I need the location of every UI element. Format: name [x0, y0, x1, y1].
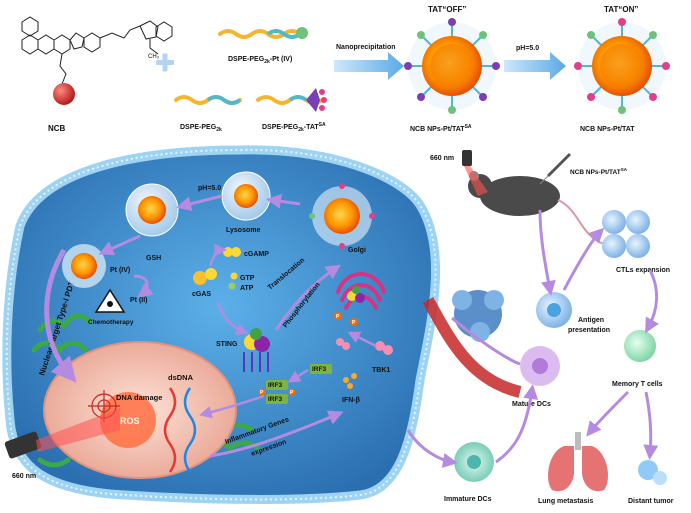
- cgas-label: cGAS: [192, 291, 211, 298]
- ph-label-cell: pH=5.0: [198, 185, 221, 192]
- tat-off-label: TAT“OFF”: [428, 5, 466, 14]
- np-final-label: NCB NPs-Pt/TAT: [580, 126, 635, 133]
- laser-label-right: 660 nm: [430, 155, 454, 162]
- np-in-cell: [62, 244, 106, 288]
- nanoprecipitation-label: Nanoprecipitation: [336, 44, 396, 51]
- tbk1-small: [336, 338, 350, 350]
- antigen-label-2: presentation: [568, 327, 610, 334]
- immature-dc-cell: [454, 442, 494, 482]
- ifn-beta-cluster: [343, 373, 357, 389]
- ncb-label: NCB: [48, 124, 66, 133]
- peg-molecule: [174, 95, 242, 105]
- chemotherapy-label: Chemotherapy: [88, 319, 134, 326]
- tumor-mass: [452, 290, 504, 342]
- lungs-icon: [548, 432, 608, 492]
- cgamp-label: cGAMP: [244, 251, 269, 258]
- svg-text:P: P: [352, 320, 356, 326]
- ph-label-top: pH=5.0: [516, 45, 539, 52]
- dna-damage-label: DNA damage: [116, 393, 162, 402]
- tbk1-protein: [375, 341, 393, 355]
- gtp-label: GTP: [240, 275, 255, 282]
- syringe-icon: [539, 152, 572, 185]
- dna-helix-icon: [163, 387, 197, 473]
- lysosome-right: [221, 171, 271, 221]
- golgi-sting-cluster: [347, 286, 365, 303]
- peg-tat-label: DSPE-PEG2k-TATSA: [262, 122, 326, 133]
- ncb-red-sphere: [53, 83, 75, 105]
- dsdna-label: dsDNA: [168, 373, 194, 382]
- peg-pt-label: DSPE-PEG2k-Pt (IV): [228, 56, 292, 65]
- irf3-label-a: IRF3: [312, 366, 326, 373]
- blood-vessel: [422, 297, 522, 398]
- lung-label: Lung metastasis: [538, 498, 593, 505]
- distant-tumor-icon: [638, 460, 667, 485]
- ctls-label: CTLs expansion: [616, 267, 670, 274]
- cgas-molecule: [193, 268, 217, 285]
- tbk1-label: TBK1: [372, 367, 390, 374]
- np-entering: [309, 183, 375, 249]
- gsh-label: GSH: [146, 255, 161, 262]
- lysosome-left: [125, 183, 179, 237]
- mature-dc-label: Mature DCs: [512, 401, 551, 408]
- ctls-cluster: [602, 210, 650, 258]
- memory-t-cell: [624, 330, 656, 362]
- pt-ii-label: Pt (II): [130, 297, 148, 304]
- laser-device-icon: [4, 408, 120, 459]
- gtp-atp-dots: [228, 272, 238, 290]
- peg-pt-molecule: [218, 27, 308, 39]
- ifn-label: IFN-β: [342, 397, 361, 404]
- nanoprecipitation-arrow: [334, 52, 404, 80]
- irf3-label-c: IRF3: [268, 396, 282, 403]
- irf3-label-b: IRF3: [268, 382, 282, 389]
- immune-flow-arrows: [406, 209, 659, 468]
- np-sa-particle: [404, 18, 500, 114]
- mature-dc-cell: [520, 346, 560, 386]
- laser-label-cell: 660 nm: [12, 473, 36, 480]
- irf3-box-c: [266, 394, 288, 404]
- peg-label: DSPE-PEG2k: [180, 124, 222, 133]
- mouse-illustration: [468, 171, 605, 245]
- antigen-presenting-cell: [536, 292, 572, 328]
- irf3-box-b: [266, 380, 288, 390]
- sting-label: STING: [216, 341, 238, 348]
- peg-tat-molecule: [256, 88, 327, 112]
- irf3-box-a: [310, 364, 332, 374]
- p-badge-4: P: [288, 388, 296, 396]
- np-sa-label: NCB NPs-Pt/TATSA: [410, 124, 472, 133]
- p-badge-1: P: [334, 312, 342, 320]
- ncb-methyl-label: CH₃: [148, 54, 160, 60]
- svg-text:P: P: [290, 390, 294, 396]
- plus-icon: [156, 53, 174, 72]
- tat-on-label: TAT“ON”: [604, 5, 638, 14]
- uptake-arrow: [44, 248, 77, 383]
- antigen-label-1: Antigen: [578, 317, 604, 324]
- memory-label: Memory T cells: [612, 381, 663, 388]
- ph-arrow-top: [504, 52, 566, 80]
- inject-label: NCB NPs-Pt/TATSA: [570, 167, 628, 176]
- svg-text:P: P: [336, 314, 340, 320]
- golgi-label: Golgi: [348, 247, 366, 254]
- laser-device-right: [462, 150, 488, 196]
- atp-label: ATP: [240, 285, 254, 292]
- lysosome-label: Lysosome: [226, 227, 260, 234]
- immature-label: Immature DCs: [444, 496, 492, 503]
- np-final-particle: [574, 18, 670, 114]
- sting-protein: [243, 328, 270, 372]
- distant-label: Distant tumor: [628, 498, 674, 505]
- pt-iv-label: Pt (IV): [110, 267, 130, 274]
- ros-label: ROS: [120, 416, 140, 426]
- hazard-icon: [94, 288, 126, 313]
- p-badge-3: P: [258, 388, 266, 396]
- p-badge-2: P: [350, 318, 358, 326]
- svg-text:P: P: [260, 390, 264, 396]
